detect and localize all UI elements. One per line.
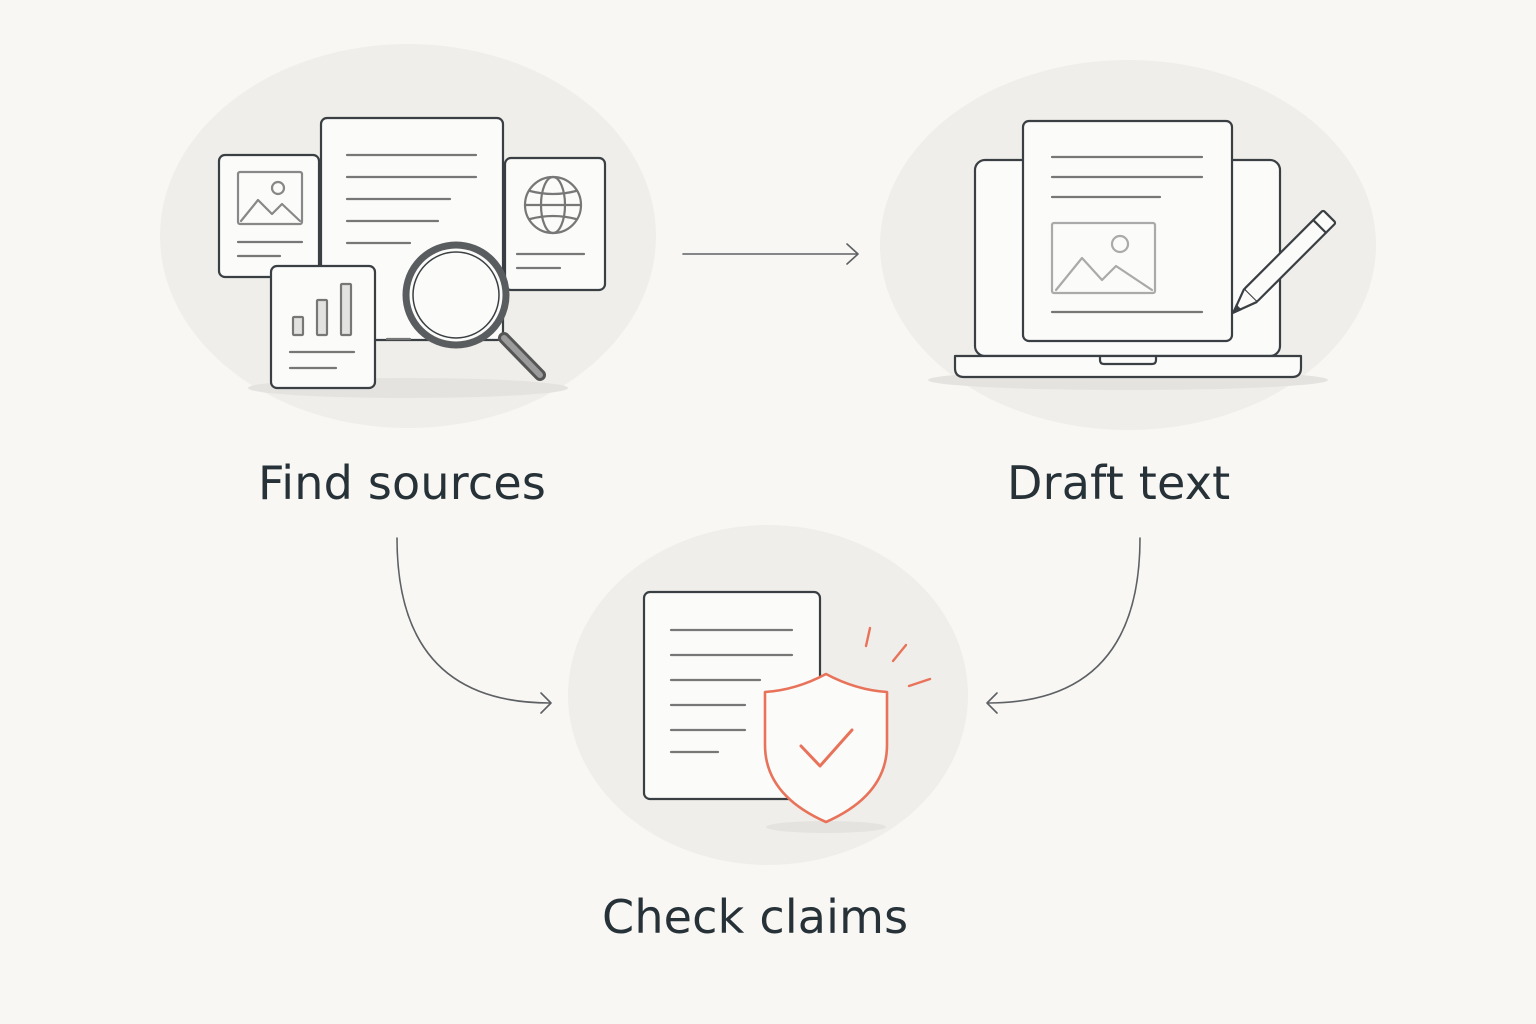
- arrow-find-to-check: [396, 537, 552, 714]
- step-label-find-sources: Find sources: [258, 456, 546, 510]
- document-shield-check-icon: [642, 590, 932, 824]
- step-label-check-claims: Check claims: [602, 890, 909, 944]
- step-label-draft-text: Draft text: [1007, 456, 1231, 510]
- arrow-draft-to-check: [986, 537, 1141, 714]
- laptop-writing-icon: [953, 119, 1337, 379]
- sources-search-icon: [217, 116, 607, 390]
- arrow-find-to-draft: [682, 243, 859, 265]
